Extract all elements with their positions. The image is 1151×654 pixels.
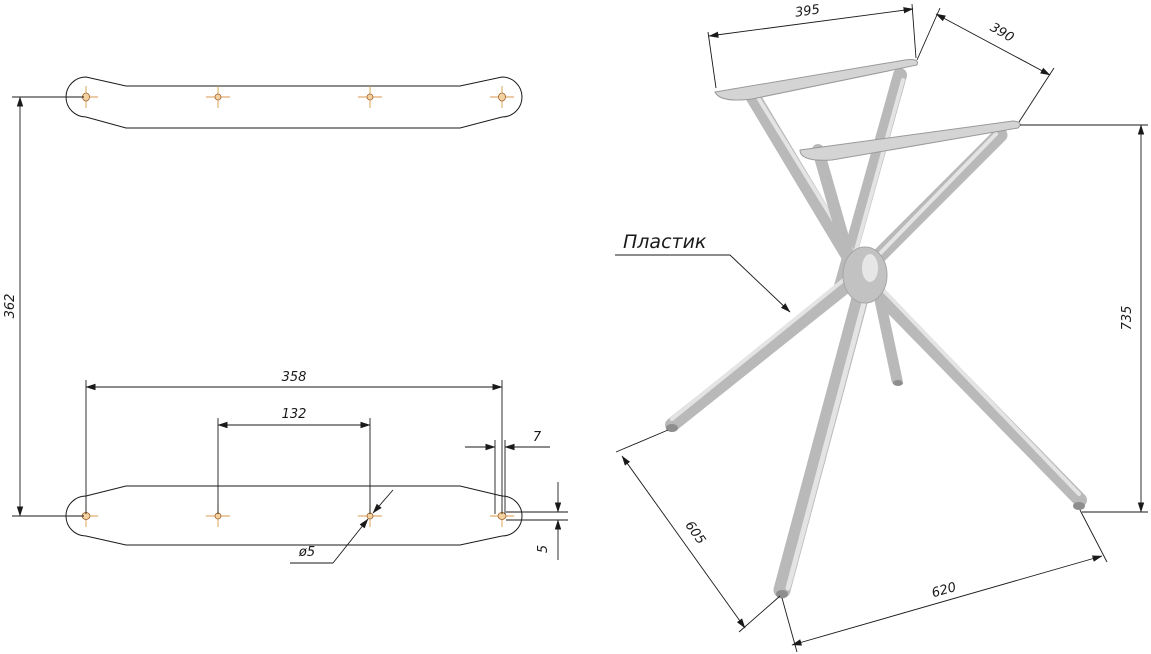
- table-base-3d-view: 395 390 735 605 620: [615, 2, 1148, 653]
- rail-outline-bottom: [65, 485, 523, 546]
- dimension-label: 390: [987, 20, 1016, 45]
- dimension-label: ø5: [298, 545, 315, 560]
- mounting-holes-top: [74, 86, 514, 108]
- dimension-735: 735: [1020, 124, 1148, 513]
- dimension-358: 358: [85, 370, 503, 514]
- rail-outline-top: [65, 76, 523, 129]
- hole-marker: [498, 92, 506, 102]
- foot-cap: [776, 590, 788, 598]
- dimension-362: 362: [3, 96, 84, 517]
- dimension-132: 132: [217, 407, 371, 514]
- dimension-label: 735: [1120, 306, 1135, 331]
- dimension-7: 7: [465, 430, 550, 514]
- material-callout: Пластик: [615, 231, 791, 313]
- dimension-label: 605: [682, 519, 709, 548]
- dimension-label: 5: [536, 545, 551, 553]
- dimension-label: 362: [3, 294, 18, 319]
- foot-cap: [1073, 502, 1085, 510]
- dimension-label: 132: [282, 407, 307, 422]
- foot-cap: [893, 380, 903, 386]
- dimension-label: 7: [533, 430, 542, 445]
- dimension-395: 395: [707, 2, 917, 89]
- top-rail-right: [799, 120, 1021, 161]
- dimension-605: 605: [615, 429, 781, 633]
- top-rail-left: [714, 59, 918, 101]
- foot-cap: [666, 424, 678, 432]
- hole-marker: [366, 93, 374, 101]
- dimension-390: 390: [916, 7, 1055, 123]
- dimension-label: 620: [930, 580, 958, 601]
- dimension-620: 620: [781, 509, 1108, 653]
- dimension-5: 5: [506, 482, 568, 560]
- dimension-label: 395: [794, 2, 821, 20]
- hole-marker: [214, 93, 222, 101]
- material-label: Пластик: [623, 231, 707, 253]
- rail-plan-view: 362 358 132 7: [3, 76, 568, 564]
- diameter-callout: ø5: [290, 489, 394, 564]
- dimension-label: 358: [282, 370, 307, 385]
